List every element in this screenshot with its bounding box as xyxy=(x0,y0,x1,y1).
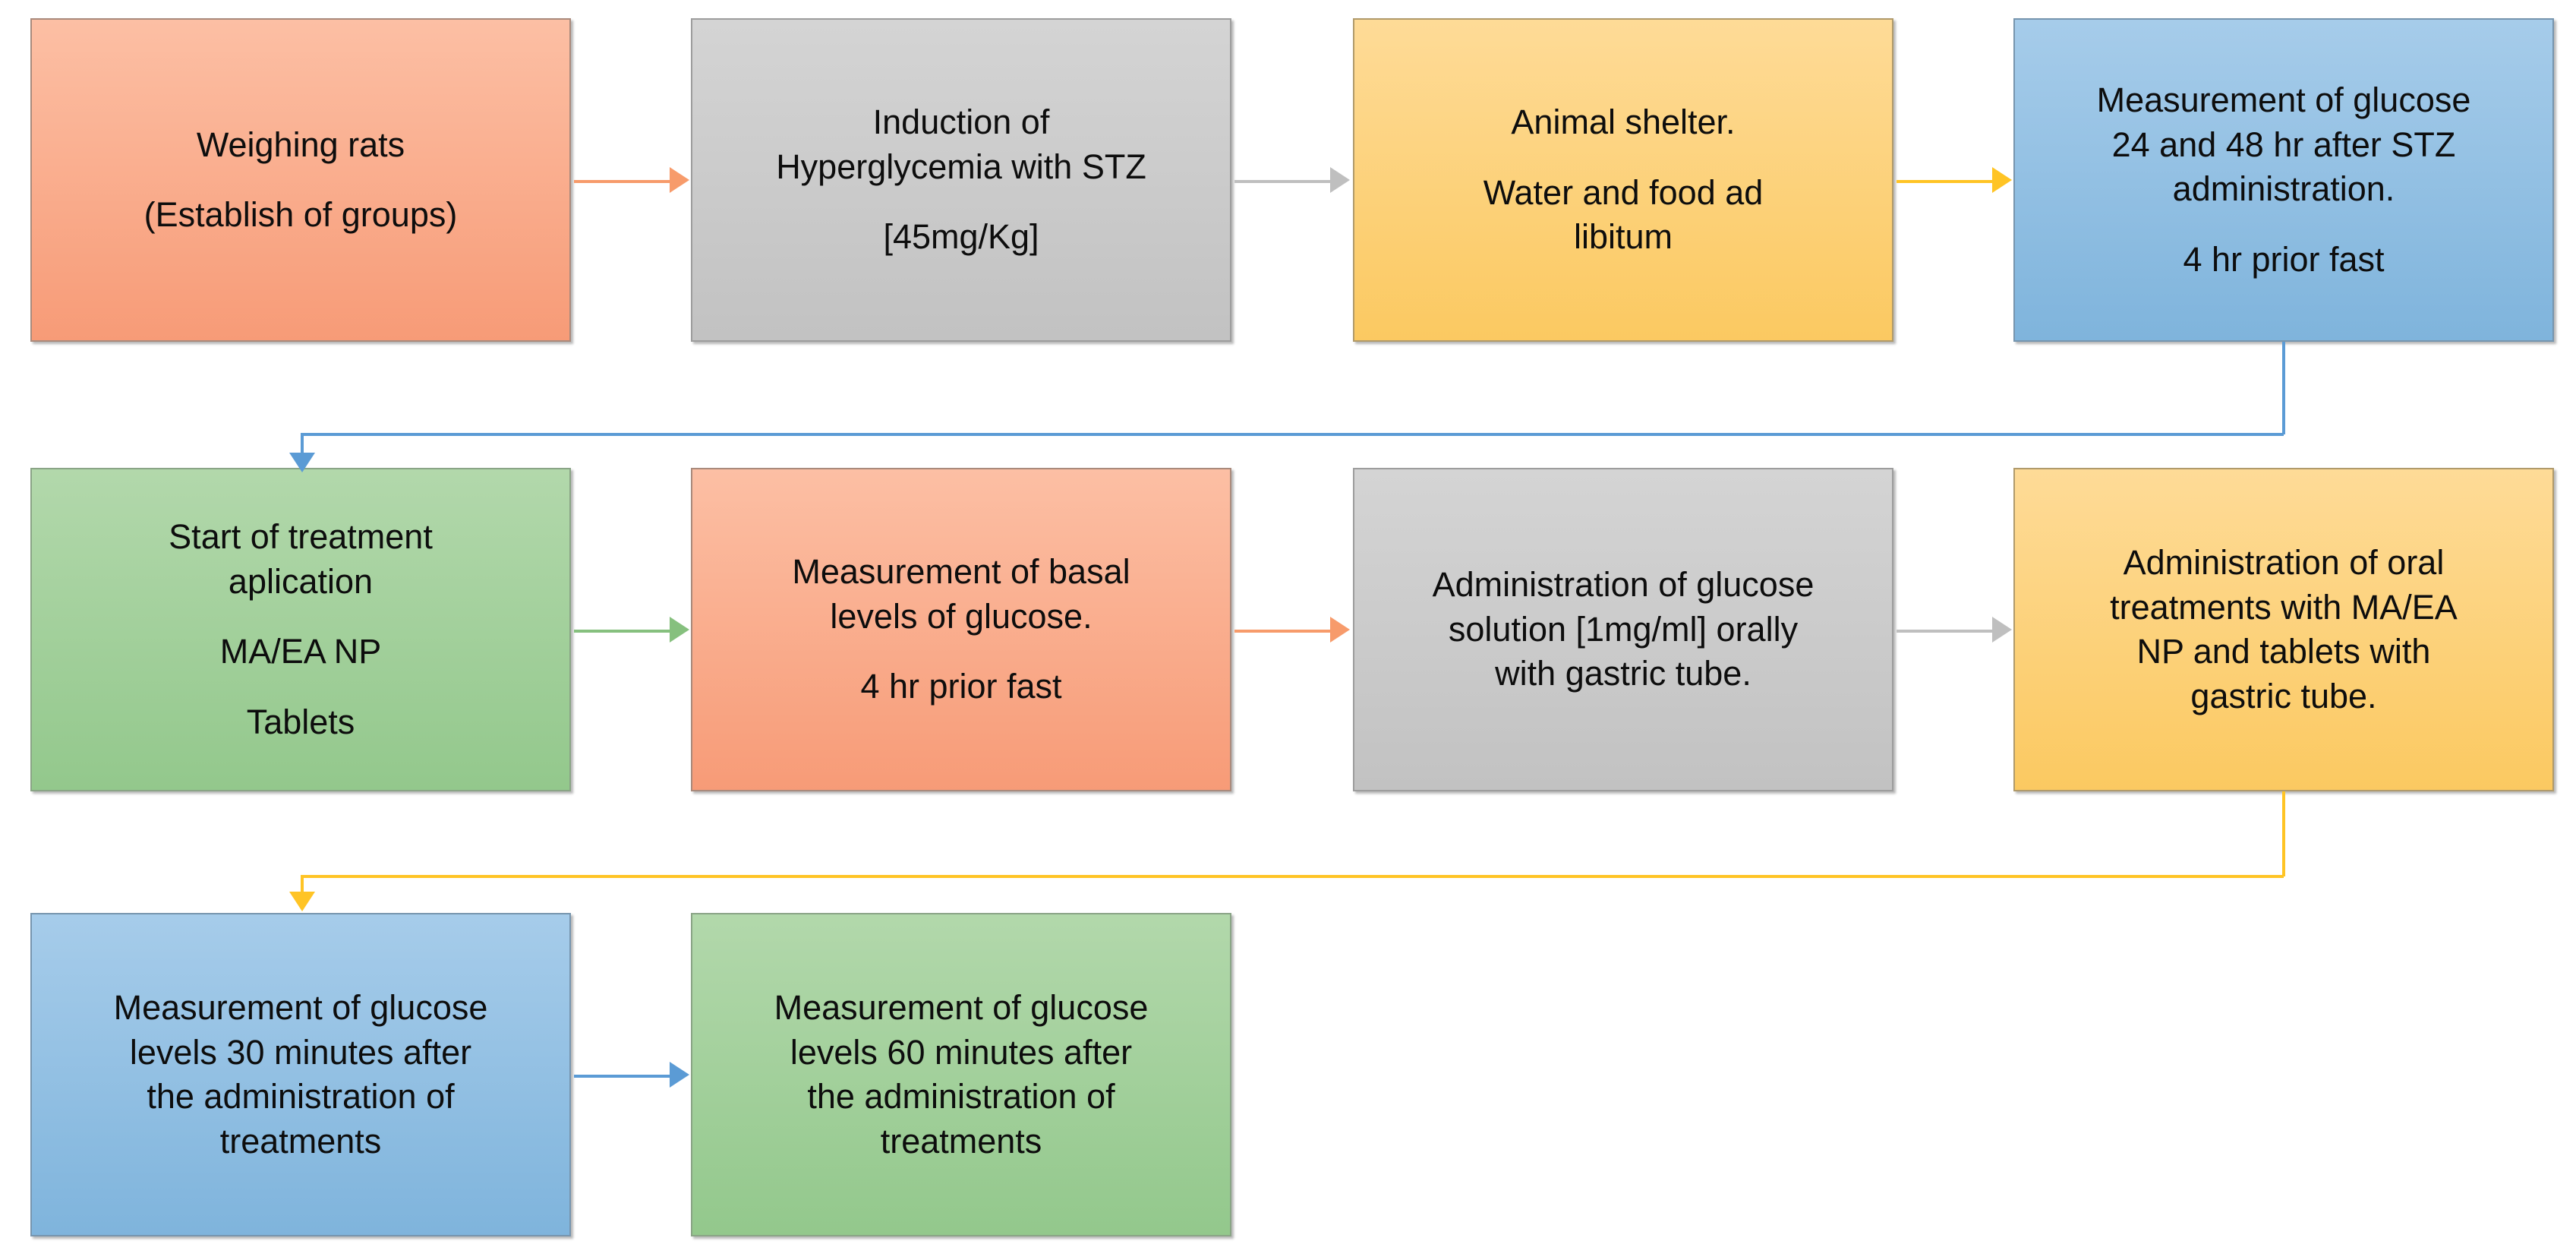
arrow-head-icon xyxy=(1992,617,2012,643)
connector-line xyxy=(301,875,2284,878)
arrow-head-icon xyxy=(289,892,315,911)
flow-node-glucose-30min[interactable]: Measurement of glucose levels 30 minutes… xyxy=(30,913,571,1236)
node-line: NP and tablets with xyxy=(2136,632,2431,671)
arrow-head-icon xyxy=(289,453,315,472)
connector-line xyxy=(574,630,671,633)
node-line: levels of glucose. xyxy=(830,596,1093,636)
node-line: Weighing rats xyxy=(196,125,405,164)
connector-line xyxy=(2282,342,2285,434)
node-line: treatments xyxy=(219,1121,382,1161)
node-line: Water and food ad xyxy=(1483,172,1764,212)
node-line: administration. xyxy=(2172,169,2395,208)
node-line: solution [1mg/ml] orally xyxy=(1448,609,1799,649)
node-line: Measurement of glucose xyxy=(2096,81,2471,119)
node-line: Measurement of glucose xyxy=(774,988,1149,1027)
node-line: Animal shelter. xyxy=(1511,103,1736,142)
node-line: Induction of xyxy=(872,103,1050,142)
node-line: [45mg/Kg] xyxy=(883,217,1039,257)
node-line: Measurement of glucose xyxy=(113,988,488,1027)
node-line: Hyperglycemia with STZ xyxy=(776,147,1146,186)
arrow-head-icon xyxy=(670,1062,689,1088)
node-line: levels 60 minutes after xyxy=(790,1032,1133,1072)
connector-line xyxy=(301,875,304,895)
node-line: the administration of xyxy=(807,1077,1115,1116)
node-line: aplication xyxy=(228,561,374,601)
node-line: levels 30 minutes after xyxy=(129,1032,472,1072)
connector-line xyxy=(2282,791,2285,876)
flow-node-oral-treatments[interactable]: Administration of oral treatments with M… xyxy=(2013,468,2554,791)
flow-node-weighing-rats[interactable]: Weighing rats (Establish of groups) xyxy=(30,18,571,342)
node-line: Administration of glucose xyxy=(1432,565,1815,605)
node-line: libitum xyxy=(1573,217,1673,257)
arrow-head-icon xyxy=(1992,167,2012,193)
connector-line xyxy=(1897,630,1994,633)
node-line: (Establish of groups) xyxy=(143,195,458,234)
node-line: treatments xyxy=(880,1121,1042,1161)
connector-line xyxy=(574,180,671,183)
node-line: treatments with MA/EA xyxy=(2110,587,2458,627)
node-line: MA/EA NP xyxy=(219,632,382,671)
arrow-head-icon xyxy=(670,617,689,643)
node-line: 4 hr prior fast xyxy=(860,667,1062,706)
flow-node-glucose-24-48hr[interactable]: Measurement of glucose 24 and 48 hr afte… xyxy=(2013,18,2554,342)
node-line: Administration of oral xyxy=(2123,543,2445,582)
node-line: gastric tube. xyxy=(2190,676,2377,715)
flow-node-glucose-60min[interactable]: Measurement of glucose levels 60 minutes… xyxy=(691,913,1231,1236)
connector-line xyxy=(1234,180,1332,183)
flow-node-start-treatment[interactable]: Start of treatment aplication MA/EA NP T… xyxy=(30,468,571,791)
arrow-head-icon xyxy=(1330,617,1350,643)
connector-line xyxy=(301,433,2284,436)
arrow-head-icon xyxy=(1330,167,1350,193)
flow-node-basal-glucose[interactable]: Measurement of basal levels of glucose. … xyxy=(691,468,1231,791)
node-line: Tablets xyxy=(246,702,355,741)
node-line: 24 and 48 hr after STZ xyxy=(2111,125,2456,164)
node-line: with gastric tube. xyxy=(1495,654,1751,693)
flow-node-induction-hyperglycemia[interactable]: Induction of Hyperglycemia with STZ [45m… xyxy=(691,18,1231,342)
node-line: Start of treatment xyxy=(169,517,433,556)
node-line: Measurement of basal xyxy=(792,552,1130,592)
flow-node-glucose-solution[interactable]: Administration of glucose solution [1mg/… xyxy=(1353,468,1893,791)
flow-node-animal-shelter[interactable]: Animal shelter. Water and food ad libitu… xyxy=(1353,18,1893,342)
connector-line xyxy=(301,433,304,456)
node-line: the administration of xyxy=(147,1077,455,1116)
connector-line xyxy=(574,1075,671,1078)
connector-line xyxy=(1234,630,1332,633)
arrow-head-icon xyxy=(670,167,689,193)
connector-line xyxy=(1897,180,1994,183)
node-line: 4 hr prior fast xyxy=(2183,239,2385,279)
